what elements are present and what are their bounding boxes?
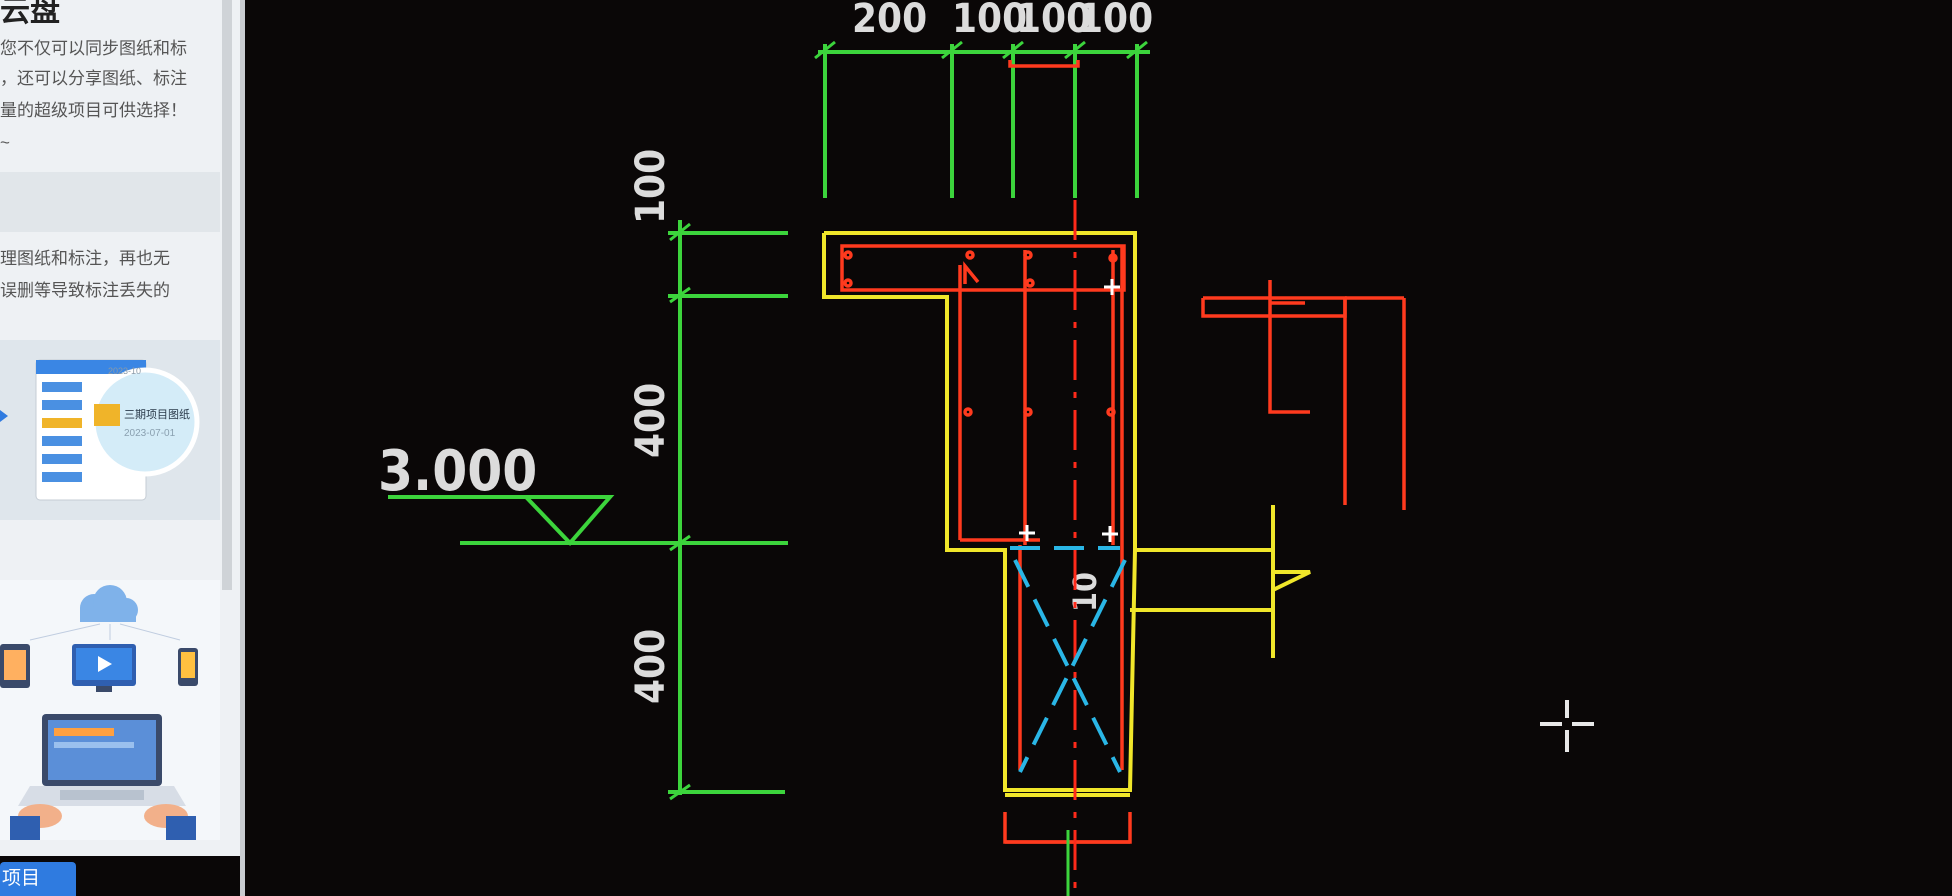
cloud-sync-illustration — [0, 580, 220, 840]
preview-graphic: 2023-10 三期项目图纸 2023-07-01 — [0, 359, 200, 501]
panel-feature-line-1: 理图纸和标注，再也无 — [0, 249, 170, 268]
beam-outline — [822, 231, 1311, 797]
rebar-lines — [840, 60, 1406, 844]
folder-icon — [42, 454, 82, 464]
phone-icon — [178, 648, 198, 686]
dim-text-100-c: 100 — [1078, 0, 1153, 42]
panel-intro-line-1: 您不仅可以同步图纸和标 — [0, 39, 187, 58]
panel-scrollbar[interactable] — [222, 0, 232, 590]
panel-section-band — [0, 172, 220, 232]
monitor-icon — [72, 644, 136, 692]
folder-icon — [42, 400, 82, 410]
folder-icon — [42, 382, 82, 392]
folder-icon — [42, 436, 82, 446]
grip-markers[interactable] — [1019, 279, 1120, 542]
crosshair-cursor-icon — [1540, 700, 1594, 752]
play-icon — [98, 656, 112, 672]
section-hatch — [1010, 546, 1127, 773]
project-button[interactable]: 项目 — [0, 862, 76, 896]
preview-badge: 2023-10 — [108, 366, 141, 376]
dim-text-v-400-b: 400 — [628, 629, 674, 704]
dim-text-v-100: 100 — [628, 149, 674, 224]
elevation-text: 3.000 — [378, 439, 537, 504]
dim-text-200: 200 — [852, 0, 927, 42]
magnifier-lens — [90, 367, 200, 477]
panel-title: 云盘 — [0, 0, 60, 28]
panel-frame — [240, 0, 245, 896]
panel-intro-line-4: ~ — [0, 133, 10, 152]
preview-file-date: 2023-07-01 — [124, 428, 176, 439]
cloud-devices-graphic — [0, 585, 198, 840]
cloud-info-panel: 云盘 您不仅可以同步图纸和标 ，还可以分享图纸、标注 量的超级项目可供选择！ ~… — [0, 0, 240, 856]
dimension-texts: 200 100 100 100 100 400 400 3.000 10 — [378, 0, 1153, 704]
section-label: 10 — [1066, 572, 1104, 612]
hands-icon — [10, 804, 196, 840]
folder-icon — [42, 418, 82, 428]
dim-text-100-b: 100 — [1016, 0, 1091, 42]
preview-file-name: 三期项目图纸 — [124, 408, 190, 421]
dim-text-v-400-a: 400 — [628, 383, 674, 458]
cloud-icon — [80, 585, 138, 622]
folder-icon — [42, 472, 82, 482]
panel-intro-line-3: 量的超级项目可供选择！ — [0, 101, 187, 120]
app-preview-illustration: 2023-10 三期项目图纸 2023-07-01 — [0, 340, 220, 520]
file-icon — [94, 404, 120, 426]
dim-text-100-a: 100 — [952, 0, 1027, 42]
panel-intro-line-2: ，还可以分享图纸、标注 — [0, 69, 187, 88]
dimension-ticks — [669, 40, 1148, 801]
panel-feature-line-2: 误删等导致标注丢失的 — [0, 281, 170, 300]
cad-drawing-canvas[interactable]: 200 100 100 100 100 400 400 3.000 10 — [245, 0, 1952, 896]
arrow-right-icon — [0, 410, 8, 422]
tablet-icon — [0, 644, 30, 688]
dimension-lines — [388, 44, 1150, 795]
laptop-icon — [18, 714, 186, 806]
